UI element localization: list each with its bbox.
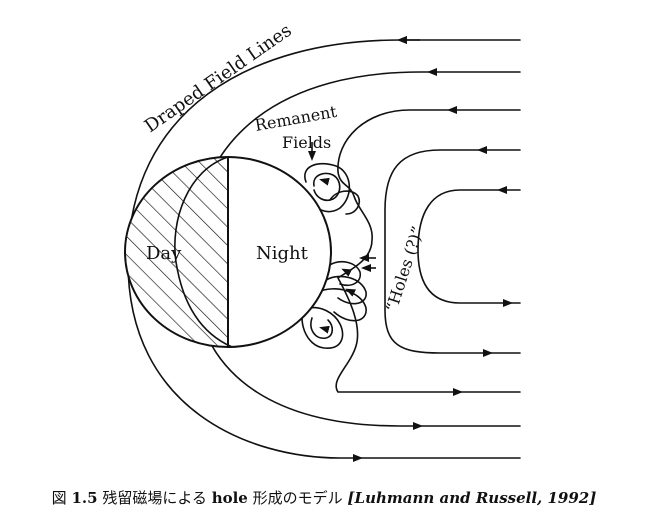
draped-line-over-planet xyxy=(174,156,233,348)
caption-hole-word: hole xyxy=(211,489,248,507)
field-line-5 xyxy=(417,189,521,304)
night-label: Night xyxy=(256,243,309,264)
remanent-loop-lower-small xyxy=(310,317,334,340)
remanent-loop-lower-b xyxy=(325,275,367,305)
caption-figure-word: 図 xyxy=(51,489,67,507)
remanent-loop-lower-a xyxy=(327,260,362,287)
caption-figure-number: 1.5 xyxy=(71,489,98,507)
pointer-arrows xyxy=(308,142,376,272)
caption-text-2: 形成のモデル xyxy=(252,489,343,507)
remanent-loop-mid xyxy=(329,190,361,215)
day-label: Day xyxy=(146,243,182,264)
remanent-loop-lower-c xyxy=(317,288,367,322)
caption-citation: [Luhmann and Russell, 1992] xyxy=(347,489,597,507)
remanent-label-line2: Fields xyxy=(282,133,331,152)
field-line-4 xyxy=(384,149,521,354)
remanent-label-line1: Remanent xyxy=(253,102,338,135)
remanent-loop-upper-large xyxy=(304,162,351,213)
remanent-loop-lower-large xyxy=(301,301,344,349)
remanent-loop-upper-small xyxy=(313,172,341,202)
figure-caption: 図 1.5 残留磁場による hole 形成のモデル [Luhmann and R… xyxy=(0,487,648,508)
field-line-3 xyxy=(335,109,521,393)
caption-text-1: 残留磁場による xyxy=(102,489,207,507)
